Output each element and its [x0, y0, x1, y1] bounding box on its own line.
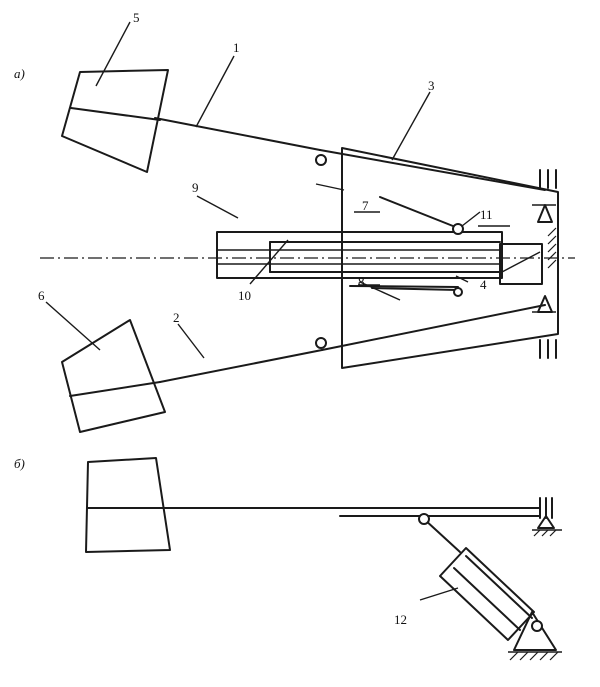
label-3: 3 [428, 78, 435, 93]
label-7: 7 [362, 198, 369, 213]
part-a-label: a) [14, 66, 25, 81]
upper-bucket [61, 69, 169, 173]
cylinder-assembly [216, 231, 543, 285]
label-9: 9 [192, 180, 199, 195]
part-a: a) 5 1 3 9 7 11 4 8 10 6 2 [14, 10, 575, 433]
frame [341, 147, 559, 369]
hydraulic-cylinder-12 [423, 518, 535, 641]
part-b-boom [169, 497, 553, 519]
lower-arm [159, 304, 546, 383]
label-5: 5 [133, 10, 140, 25]
part-b-bucket [85, 457, 171, 553]
inner-links [315, 183, 510, 291]
label-4: 4 [480, 277, 487, 292]
lower-arm-pivot [315, 337, 327, 349]
boom-support [532, 515, 562, 537]
right-mounts [532, 169, 557, 359]
lower-bucket [61, 319, 166, 433]
leader-12 [419, 587, 459, 601]
ground-pivot [508, 611, 562, 661]
link-pivot-8 [453, 287, 463, 297]
cylinder-top-pivot [418, 513, 430, 525]
label-1: 1 [233, 40, 240, 55]
part-b-label: б) [14, 456, 25, 471]
label-8: 8 [358, 274, 365, 289]
label-12: 12 [394, 612, 407, 627]
upper-arm-pivot [315, 154, 327, 166]
part-b: б) [14, 456, 562, 661]
label-11: 11 [480, 207, 493, 222]
upper-arm [154, 117, 546, 191]
link-pivot-11 [452, 223, 464, 235]
label-6: 6 [38, 288, 45, 303]
label-10: 10 [238, 288, 251, 303]
label-2: 2 [173, 310, 180, 325]
pivots-a [315, 154, 464, 349]
cylinder-bottom-pivot [531, 620, 543, 632]
leader-lines-a [45, 21, 481, 359]
